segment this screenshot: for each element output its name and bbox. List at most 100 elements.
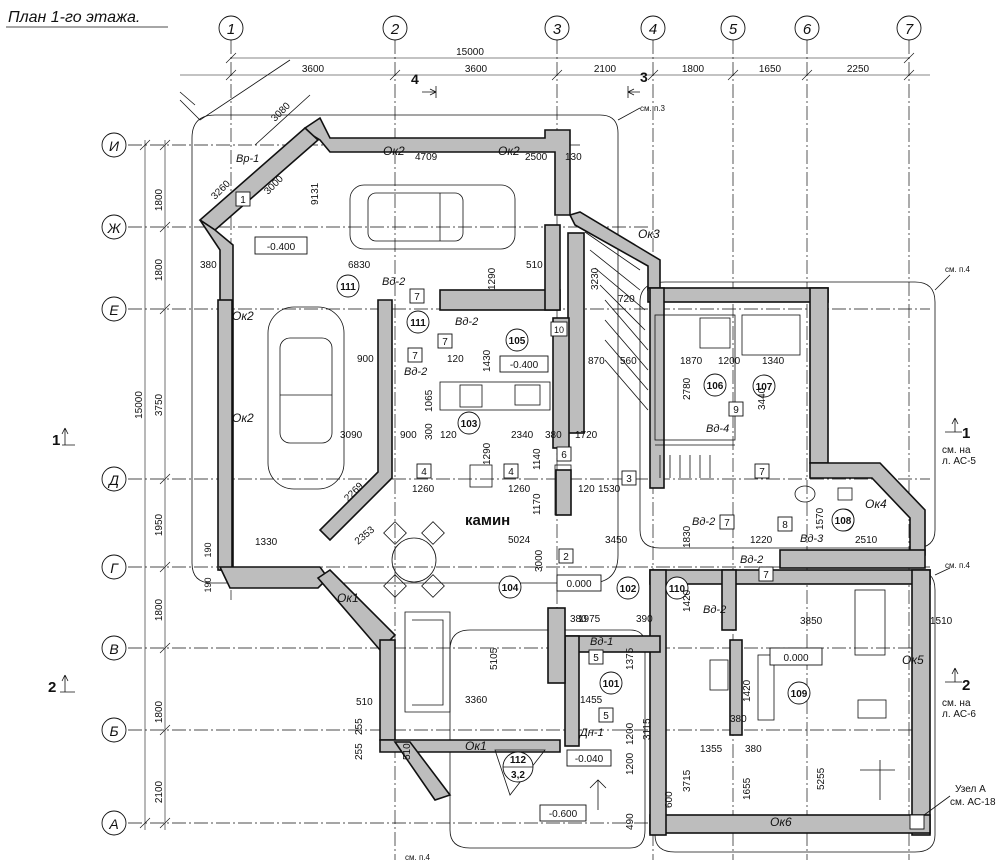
svg-text:102: 102 (620, 584, 637, 595)
svg-text:1: 1 (52, 432, 60, 449)
svg-text:Ок3: Ок3 (638, 227, 660, 241)
svg-text:4: 4 (411, 71, 419, 87)
svg-text:1800: 1800 (154, 700, 165, 723)
svg-text:см. АС-18: см. АС-18 (950, 797, 996, 808)
svg-text:Ок1: Ок1 (337, 591, 359, 605)
svg-text:5: 5 (603, 711, 609, 722)
svg-text:109: 109 (791, 689, 808, 700)
svg-text:см. п.4: см. п.4 (405, 853, 431, 862)
svg-text:255: 255 (354, 743, 365, 760)
svg-text:1: 1 (227, 21, 235, 38)
svg-text:255: 255 (354, 718, 365, 735)
svg-text:Д: Д (107, 472, 119, 488)
dimension-top: 15000 3600 3600 2100 1800 1650 2250 (180, 47, 930, 81)
svg-text:4: 4 (508, 467, 514, 478)
svg-text:510: 510 (526, 260, 543, 271)
svg-text:120: 120 (447, 354, 464, 365)
svg-text:4709: 4709 (415, 152, 438, 163)
svg-text:2: 2 (962, 677, 970, 694)
svg-text:3080: 3080 (269, 100, 293, 124)
svg-text:Ок6: Ок6 (770, 815, 792, 829)
svg-text:1975: 1975 (578, 614, 601, 625)
svg-text:10: 10 (554, 325, 564, 335)
svg-text:510: 510 (356, 697, 373, 708)
svg-text:см. на: см. на (942, 445, 971, 456)
svg-text:2510: 2510 (855, 535, 878, 546)
svg-text:1375: 1375 (625, 647, 636, 670)
svg-text:120: 120 (578, 484, 595, 495)
svg-text:870: 870 (588, 356, 605, 367)
dimension-left: 15000 1800 1800 3750 1950 1800 1800 2100… (134, 139, 213, 830)
svg-text:1830: 1830 (682, 525, 693, 548)
svg-text:600: 600 (664, 791, 675, 808)
svg-text:см. п.4: см. п.4 (945, 561, 971, 570)
car-left (267, 306, 345, 490)
svg-text:1200: 1200 (625, 722, 636, 745)
svg-text:5105: 5105 (489, 647, 500, 670)
svg-text:5: 5 (593, 653, 599, 664)
svg-text:2353: 2353 (353, 524, 377, 547)
svg-text:3715: 3715 (682, 769, 693, 792)
svg-text:490: 490 (625, 813, 636, 830)
svg-text:3: 3 (640, 69, 648, 85)
svg-text:Вд-3: Вд-3 (800, 533, 824, 545)
svg-text:Ок2: Ок2 (232, 309, 254, 323)
svg-text:1: 1 (962, 425, 970, 442)
svg-text:2250: 2250 (847, 64, 870, 75)
svg-text:2100: 2100 (154, 780, 165, 803)
svg-text:7: 7 (905, 21, 914, 38)
svg-text:1355: 1355 (700, 744, 723, 755)
svg-text:3750: 3750 (154, 393, 165, 416)
svg-text:Дн-1: Дн-1 (578, 727, 604, 739)
svg-text:6: 6 (803, 21, 812, 38)
svg-text:Вд-2: Вд-2 (382, 276, 405, 288)
svg-text:900: 900 (400, 430, 417, 441)
svg-text:112: 112 (510, 755, 527, 766)
svg-text:15000: 15000 (134, 391, 145, 419)
svg-text:А: А (108, 816, 118, 832)
axis-bubbles-horizontal: И Ж Е Д Г В Б А (101, 132, 127, 836)
svg-text:1950: 1950 (154, 513, 165, 536)
svg-text:1430: 1430 (482, 349, 493, 372)
svg-text:9131: 9131 (310, 182, 321, 205)
svg-text:3850: 3850 (800, 616, 823, 627)
svg-text:190: 190 (203, 542, 213, 557)
svg-text:Ок2: Ок2 (232, 411, 254, 425)
svg-text:5255: 5255 (816, 767, 827, 790)
svg-text:2100: 2100 (594, 64, 617, 75)
svg-text:6: 6 (561, 450, 567, 461)
svg-text:Вд-2: Вд-2 (404, 366, 427, 378)
svg-text:3600: 3600 (465, 64, 488, 75)
svg-text:380: 380 (570, 614, 587, 625)
svg-text:110: 110 (669, 584, 686, 595)
svg-text:л. АС-6: л. АС-6 (942, 709, 976, 720)
section-markers: 1 2 3 4 1 см. на л. АС-5 2 см. на л. АС-… (48, 69, 996, 862)
svg-text:3230: 3230 (590, 267, 601, 290)
interior-dimensions: 6830 4709 2500 130 9131 3090 510 380 323… (200, 100, 953, 830)
svg-text:105: 105 (509, 336, 526, 347)
car-top (349, 184, 516, 250)
svg-text:8: 8 (782, 520, 788, 531)
svg-text:Ок4: Ок4 (865, 497, 887, 511)
svg-text:1420: 1420 (742, 679, 753, 702)
axis-bubbles-vertical: 1 2 3 4 5 6 7 (218, 15, 922, 41)
svg-text:л. АС-5: л. АС-5 (942, 456, 976, 467)
svg-text:1290: 1290 (487, 267, 498, 290)
svg-text:2: 2 (48, 679, 56, 696)
svg-text:380: 380 (730, 714, 747, 725)
svg-text:1290: 1290 (482, 442, 493, 465)
svg-text:7: 7 (414, 292, 420, 303)
svg-text:4: 4 (649, 21, 657, 38)
svg-text:1220: 1220 (750, 535, 773, 546)
svg-text:104: 104 (502, 583, 519, 594)
svg-text:111: 111 (340, 282, 356, 293)
svg-text:5: 5 (729, 21, 738, 38)
svg-text:560: 560 (620, 356, 637, 367)
svg-text:9: 9 (733, 405, 739, 416)
svg-text:3,2: 3,2 (511, 770, 525, 781)
svg-text:1530: 1530 (598, 484, 621, 495)
svg-text:1800: 1800 (154, 258, 165, 281)
plan-title: План 1-го этажа. (8, 9, 140, 26)
svg-text:900: 900 (357, 354, 374, 365)
